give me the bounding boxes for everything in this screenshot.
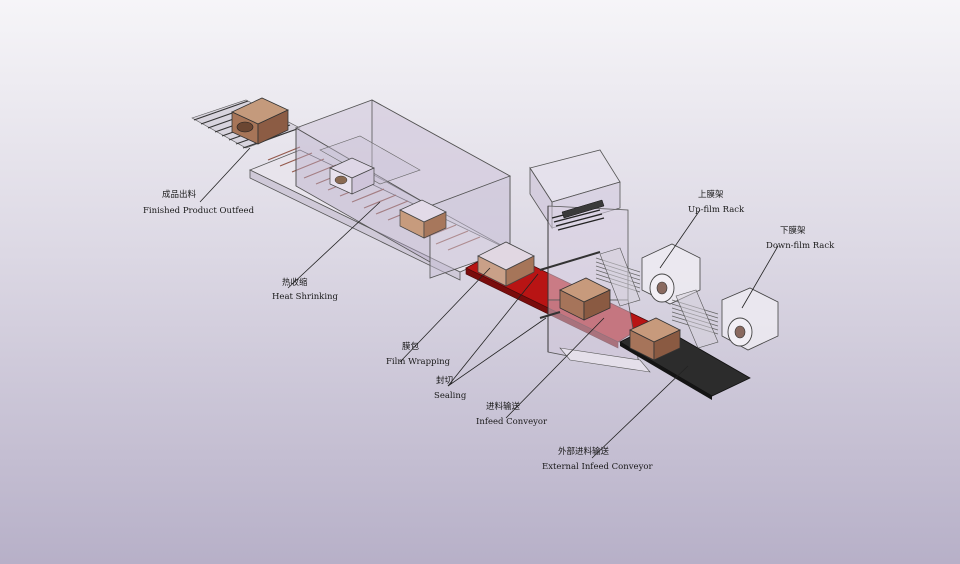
label-up-film-rack: 上膜架 Up-film Rack bbox=[688, 189, 745, 215]
svg-text:Heat Shrinking: Heat Shrinking bbox=[272, 292, 339, 302]
outfeed-carton bbox=[231, 97, 289, 145]
svg-text:Sealing: Sealing bbox=[434, 391, 467, 401]
up-film-rack bbox=[595, 243, 701, 307]
svg-text:下膜架: 下膜架 bbox=[780, 225, 806, 236]
svg-text:热收缩: 热收缩 bbox=[282, 277, 308, 288]
leader-lines bbox=[199, 147, 779, 459]
svg-text:Infeed Conveyor: Infeed Conveyor bbox=[476, 417, 548, 427]
svg-text:Down-film Rack: Down-film Rack bbox=[766, 241, 835, 251]
svg-text:成品出料: 成品出料 bbox=[162, 189, 197, 200]
wrapping-carton bbox=[477, 241, 535, 287]
svg-text:Film Wrapping: Film Wrapping bbox=[386, 357, 451, 367]
label-infeed-conveyor: 进料输送 Infeed Conveyor bbox=[476, 401, 548, 427]
tunnel-carton-1 bbox=[329, 157, 375, 195]
down-film-rack bbox=[671, 287, 779, 351]
sealing-station bbox=[529, 149, 651, 373]
infeed-carton-1 bbox=[559, 277, 611, 321]
label-down-film-rack: 下膜架 Down-film Rack bbox=[766, 225, 835, 251]
svg-text:Up-film Rack: Up-film Rack bbox=[688, 205, 745, 215]
svg-text:Finished Product Outfeed: Finished Product Outfeed bbox=[143, 206, 255, 216]
tunnel-carton-2 bbox=[399, 199, 447, 239]
label-film-wrapping: 膜包 Film Wrapping bbox=[386, 341, 451, 367]
svg-text:封切: 封切 bbox=[436, 375, 453, 386]
label-finished-outfeed: 成品出料 Finished Product Outfeed bbox=[143, 189, 255, 216]
label-external-infeed: 外部进料输送 External Infeed Conveyor bbox=[542, 446, 653, 472]
svg-text:进料输送: 进料输送 bbox=[486, 401, 521, 412]
label-sealing: 封切 Sealing bbox=[434, 375, 467, 401]
label-heat-shrinking: 热收缩 Heat Shrinking bbox=[272, 277, 339, 302]
infeed-carton-2 bbox=[629, 317, 681, 361]
svg-text:外部进料输送: 外部进料输送 bbox=[558, 446, 610, 457]
svg-text:膜包: 膜包 bbox=[402, 341, 420, 352]
svg-text:External Infeed Conveyor: External Infeed Conveyor bbox=[542, 462, 653, 472]
svg-text:上膜架: 上膜架 bbox=[698, 189, 724, 200]
